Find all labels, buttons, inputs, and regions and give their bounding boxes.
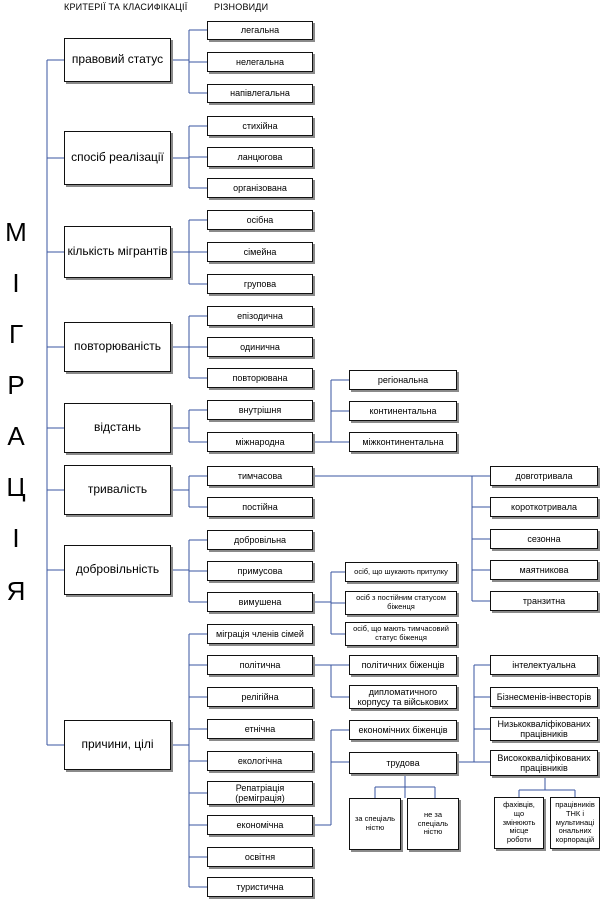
criterion-legal-status: правовий статус [64, 38, 171, 82]
criterion-distance: відстань [64, 403, 171, 453]
criterion-repetition: повторюваність [64, 322, 171, 372]
type-family: сімейна [207, 242, 313, 262]
type-economic-refugees: економічних біженців [349, 720, 457, 740]
type-low-skilled: Низькокваліфікованих працівників [490, 717, 598, 741]
type-ethnic: етнічна [207, 719, 313, 739]
criterion-reasons: причини, цілі [64, 720, 171, 770]
type-political-refugees: політичних біженців [349, 655, 457, 675]
type-spontaneous: стихійна [207, 116, 313, 136]
type-political: політична [207, 655, 313, 675]
type-legal: легальна [207, 21, 313, 40]
type-semilegal: напівлегальна [207, 84, 313, 103]
type-episodic: епізодична [207, 306, 313, 326]
title-letter: Р [7, 370, 25, 400]
type-temporary-refugees: осіб, що мають тимчасовий статус біженця [345, 622, 457, 646]
type-organized: організована [207, 178, 313, 198]
type-economic: економічна [207, 815, 313, 835]
type-voluntary: добровільна [207, 530, 313, 550]
criterion-voluntariness: добровільність [64, 545, 171, 595]
type-group: групова [207, 274, 313, 294]
type-pendulum: маятникова [490, 560, 598, 580]
type-asylum-seekers: осіб, що шукають притулку [345, 562, 457, 582]
type-regional: регіональна [349, 370, 457, 390]
type-intercontinental: міжконтинентальна [349, 432, 457, 452]
title-letter: М [5, 217, 27, 247]
criterion-duration: тривалість [64, 465, 171, 515]
type-tourist: туристична [207, 877, 313, 897]
type-chain: ланцюгова [207, 147, 313, 167]
type-high-skilled: Висококваліфікованих працівників [490, 750, 598, 776]
type-intellectual: інтелектуальна [490, 655, 598, 675]
type-educational: освітня [207, 847, 313, 867]
type-permanent: постійна [207, 497, 313, 517]
type-short-term: короткотривала [490, 497, 598, 517]
type-transit: транзитна [490, 591, 598, 611]
type-ecological: екологічна [207, 751, 313, 771]
type-illegal: нелегальна [207, 52, 313, 72]
type-religious: релігійна [207, 687, 313, 707]
varieties-header: РІЗНОВИДИ [214, 2, 269, 12]
type-not-by-specialty: не за спеціаль ністю [407, 798, 459, 850]
type-labor: трудова [349, 752, 457, 774]
type-specialists-change: фахівців, що змінюють місце роботи [494, 797, 544, 849]
type-repeated: повторювана [207, 368, 313, 388]
title-letter: І [12, 268, 20, 298]
criterion-count: кількість мігрантів [64, 226, 171, 278]
type-forced-a: примусова [207, 561, 313, 581]
type-individual: осібна [207, 210, 313, 230]
type-by-specialty: за спеціаль ністю [349, 798, 401, 850]
type-family-reunion: міграція членів сімей [207, 624, 313, 644]
type-permanent-refugees: осіб з постійним статусом біженця [345, 591, 457, 615]
criteria-header: КРИТЕРІЇ ТА КЛАСИФІКАЦІЇ [64, 2, 188, 12]
title-letter: А [7, 421, 25, 451]
type-tnc-workers: працівників ТНК і мультинаці ональних ко… [550, 797, 600, 849]
title-letter: Г [8, 319, 24, 349]
type-long-term: довготривала [490, 466, 598, 486]
criterion-method: спосіб реалізації [64, 131, 171, 185]
type-forced-b: вимушена [207, 592, 313, 612]
type-diplomatic: дипломатичного корпусу та військових [349, 685, 457, 709]
title-letter: Ц [6, 472, 26, 502]
type-businessmen: Бізнесменів-інвесторів [490, 687, 598, 707]
type-repatriation: Репатріація (реміграція) [207, 781, 313, 805]
type-single: одинична [207, 337, 313, 357]
title-letter: Я [6, 576, 26, 606]
type-internal: внутрішня [207, 400, 313, 420]
type-seasonal: сезонна [490, 529, 598, 549]
type-international: міжнародна [207, 432, 313, 452]
title-letter: І [12, 523, 20, 553]
type-temporary: тимчасова [207, 466, 313, 486]
type-continental: континентальна [349, 401, 457, 421]
